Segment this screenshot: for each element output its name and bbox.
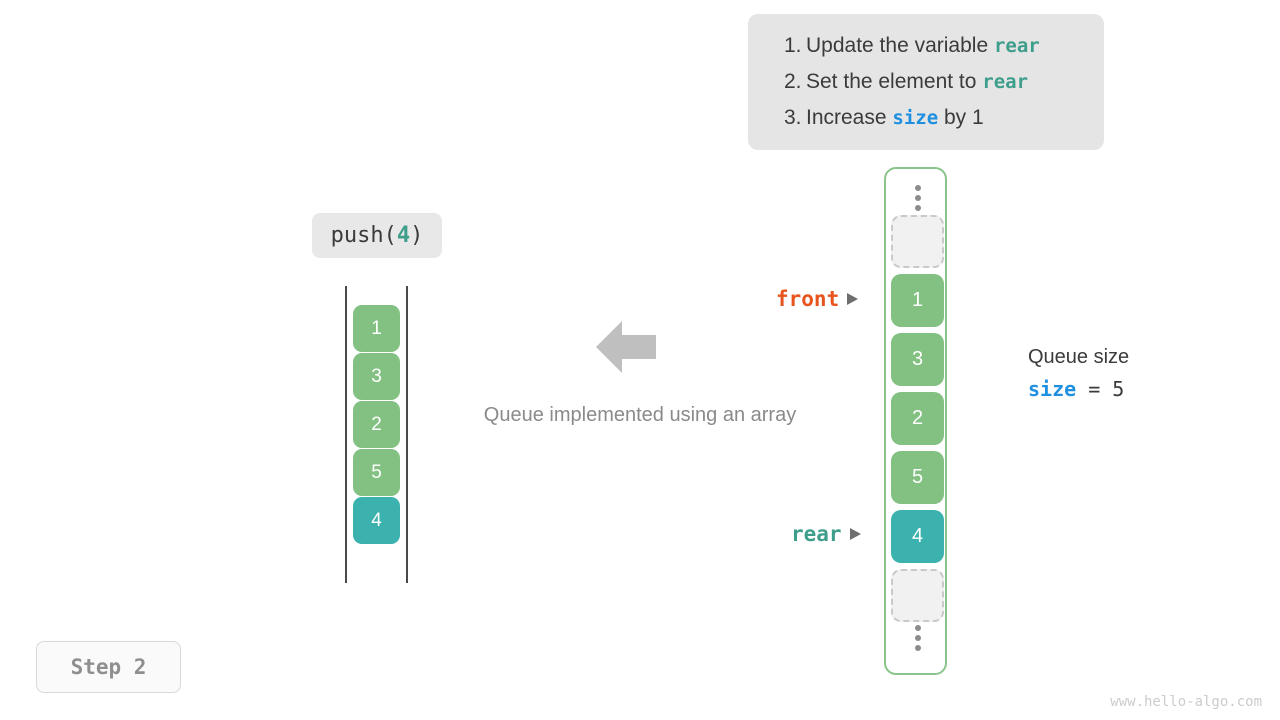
queue-size-readout: Queue size size = 5 bbox=[1028, 342, 1228, 406]
queue-cell: 1 bbox=[353, 305, 400, 352]
instruction-keyword-rear: rear bbox=[982, 71, 1029, 93]
left-arrow-icon bbox=[596, 321, 656, 373]
queue-size-expression: size = 5 bbox=[1028, 372, 1228, 406]
instruction-number: 1. bbox=[784, 34, 802, 57]
operation-close-paren: ) bbox=[410, 223, 424, 248]
instruction-number: 2. bbox=[784, 70, 802, 93]
step-badge: Step 2 bbox=[36, 641, 181, 693]
operation-label: push(4) bbox=[312, 213, 442, 258]
instruction-item: 2. Set the element to rear bbox=[766, 70, 1086, 106]
diagram-caption: Queue implemented using an array bbox=[483, 404, 797, 426]
array-slot-empty bbox=[891, 215, 944, 268]
queue-cell-new: 4 bbox=[353, 497, 400, 544]
queue-cell: 3 bbox=[353, 353, 400, 400]
queue-rail-left bbox=[345, 286, 347, 583]
instruction-keyword-size: size bbox=[892, 107, 939, 129]
queue-cell-list: 1 3 2 5 4 bbox=[353, 305, 400, 544]
array-slot: 3 bbox=[891, 333, 944, 386]
abstract-queue: 1 3 2 5 4 bbox=[345, 286, 408, 583]
queue-cell: 2 bbox=[353, 401, 400, 448]
queue-cell: 5 bbox=[353, 449, 400, 496]
array-slot-new: 4 bbox=[891, 510, 944, 563]
ellipsis-top-icon bbox=[886, 185, 949, 211]
pointer-arrow-icon bbox=[847, 293, 859, 305]
ellipsis-bottom-icon bbox=[886, 625, 949, 651]
pointer-arrow-icon bbox=[849, 528, 861, 540]
operation-name: push( bbox=[330, 223, 397, 248]
array-slot-empty bbox=[891, 569, 944, 622]
instruction-number: 3. bbox=[784, 106, 802, 129]
instruction-text-after: by 1 bbox=[938, 106, 984, 129]
operation-argument: 4 bbox=[396, 223, 411, 248]
size-value: 5 bbox=[1112, 377, 1125, 401]
size-equals: = bbox=[1076, 377, 1113, 401]
array-slot: 1 bbox=[891, 274, 944, 327]
instruction-item: 1. Update the variable rear bbox=[766, 34, 1086, 70]
instructions-panel: 1. Update the variable rear 2. Set the e… bbox=[748, 14, 1104, 150]
queue-rail-right bbox=[406, 286, 408, 583]
rear-pointer-label: rear bbox=[791, 522, 842, 546]
front-pointer-label: front bbox=[776, 287, 840, 311]
queue-size-title: Queue size bbox=[1028, 346, 1130, 368]
size-variable-name: size bbox=[1028, 377, 1077, 401]
instruction-text: Update the variable bbox=[806, 34, 994, 57]
array-slot: 5 bbox=[891, 451, 944, 504]
instruction-item: 3. Increase size by 1 bbox=[766, 106, 1086, 142]
instruction-text: Set the element to bbox=[806, 70, 983, 93]
instruction-text: Increase bbox=[806, 106, 893, 129]
array-slot: 2 bbox=[891, 392, 944, 445]
instruction-keyword-rear: rear bbox=[993, 35, 1040, 57]
rear-pointer: rear bbox=[791, 522, 861, 546]
array-container: 1 3 2 5 4 bbox=[884, 167, 947, 675]
watermark: www.hello-algo.com bbox=[1110, 694, 1262, 710]
front-pointer: front bbox=[776, 287, 859, 311]
